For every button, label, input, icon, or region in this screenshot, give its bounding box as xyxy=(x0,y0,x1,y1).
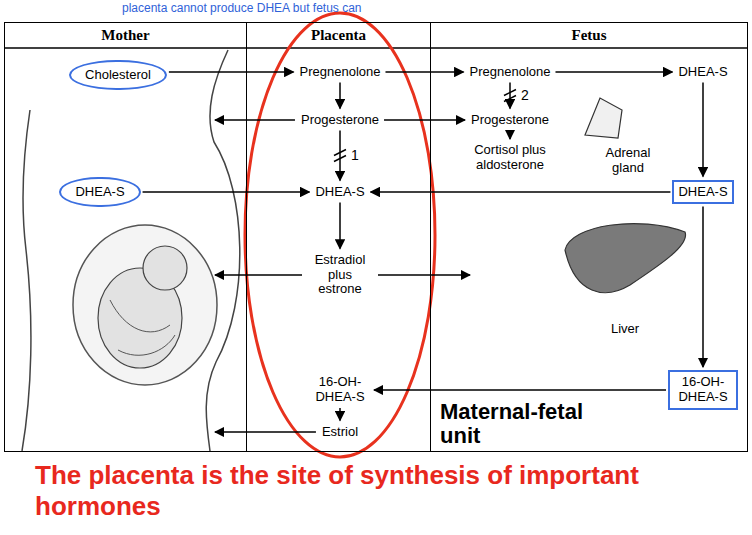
hormone-node: Estriol xyxy=(319,424,361,441)
node-text: DHEA-S xyxy=(678,185,727,200)
stub-arrow xyxy=(378,274,470,276)
arrow-connector xyxy=(509,130,511,139)
arrow-connector xyxy=(702,82,704,176)
column-panel: MotherCholesterolDHEA-S xyxy=(4,22,247,452)
highlight-box: DHEA-S xyxy=(672,180,733,205)
unit-label: Maternal-fetal unit xyxy=(440,400,620,448)
block-mark xyxy=(504,96,516,102)
hormone-node: DHEA-S xyxy=(312,184,367,201)
mother-back xyxy=(22,110,31,451)
highlight-box: 16-OH-DHEA-S xyxy=(668,370,738,410)
arrow-connector xyxy=(385,71,463,73)
node-text: Progesterone xyxy=(301,113,379,128)
node-text: DHEA-S xyxy=(678,65,727,80)
stub-arrow xyxy=(215,119,295,121)
liver-symbol xyxy=(565,224,686,293)
block-mark xyxy=(334,150,346,156)
arrow-connector xyxy=(339,82,341,108)
column-heading: Mother xyxy=(5,23,246,49)
node-text: Cholesterol xyxy=(85,68,151,83)
node-text: 16-OH-DHEA-S xyxy=(312,375,368,405)
arrow-connector xyxy=(555,71,672,73)
hormone-node: Estradiol plus estrone xyxy=(305,252,375,299)
highlight-ellipse: DHEA-S xyxy=(59,177,140,208)
node-text: DHEA-S xyxy=(315,185,364,200)
uterus xyxy=(73,225,217,385)
arrow-connector xyxy=(339,408,341,421)
hormone-node: Cortisol plus aldosterone xyxy=(455,142,565,174)
node-text: Progesterone xyxy=(471,113,549,128)
block-mark xyxy=(504,90,516,96)
arrow-connector xyxy=(371,191,671,193)
column-panel: PlacentaPregnenoloneProgesteroneDHEA-S Es… xyxy=(246,22,431,452)
node-text: Cortisol plus aldosterone xyxy=(458,143,562,173)
arrow-connector xyxy=(509,82,511,108)
step-number: 2 xyxy=(521,87,529,103)
node-text: Estradiol plus estrone xyxy=(308,253,372,298)
arrow-connector xyxy=(384,119,465,121)
hormone-node: Progesterone xyxy=(298,112,382,129)
hormone-node: 16-OH-DHEA-S xyxy=(309,374,371,406)
fetus-limbs xyxy=(110,300,175,355)
arrow-connector xyxy=(374,389,666,391)
mother-outline xyxy=(206,50,240,451)
node-text: 16-OH-DHEA-S xyxy=(674,375,732,405)
block-mark xyxy=(334,156,346,162)
organ-label: Adrenal gland xyxy=(598,146,658,176)
fetus-head xyxy=(143,246,187,290)
hormone-node: Pregnenolone xyxy=(467,64,554,81)
column-panel: FetusPregnenoloneDHEA-SProgesteroneCorti… xyxy=(430,22,748,452)
stub-arrow xyxy=(215,274,302,276)
arrow-connector xyxy=(339,130,341,180)
column-heading: Placenta xyxy=(247,23,430,49)
highlight-ellipse: Cholesterol xyxy=(69,60,167,91)
note-text: placenta cannot produce DHEA but fetus c… xyxy=(122,2,362,16)
organ-label: Liver xyxy=(611,322,639,337)
hormone-node: DHEA-S xyxy=(675,64,730,81)
arrow-connector xyxy=(339,202,341,248)
arrow-connector xyxy=(702,206,704,367)
node-text: Pregnenolone xyxy=(470,65,551,80)
stub-arrow xyxy=(215,431,316,433)
adrenal-gland-symbol xyxy=(585,98,622,138)
node-text: Pregnenolone xyxy=(300,65,381,80)
hormone-node: Progesterone xyxy=(468,112,552,129)
column-heading: Fetus xyxy=(431,23,747,49)
node-text: DHEA-S xyxy=(75,185,124,200)
arrow-connector xyxy=(169,71,294,73)
hormone-node: Pregnenolone xyxy=(297,64,384,81)
arrow-connector xyxy=(143,191,310,193)
header-rule xyxy=(4,47,748,49)
step-number: 1 xyxy=(351,147,359,163)
caption-text: The placenta is the site of synthesis of… xyxy=(35,460,695,522)
node-text: Estriol xyxy=(322,425,358,440)
